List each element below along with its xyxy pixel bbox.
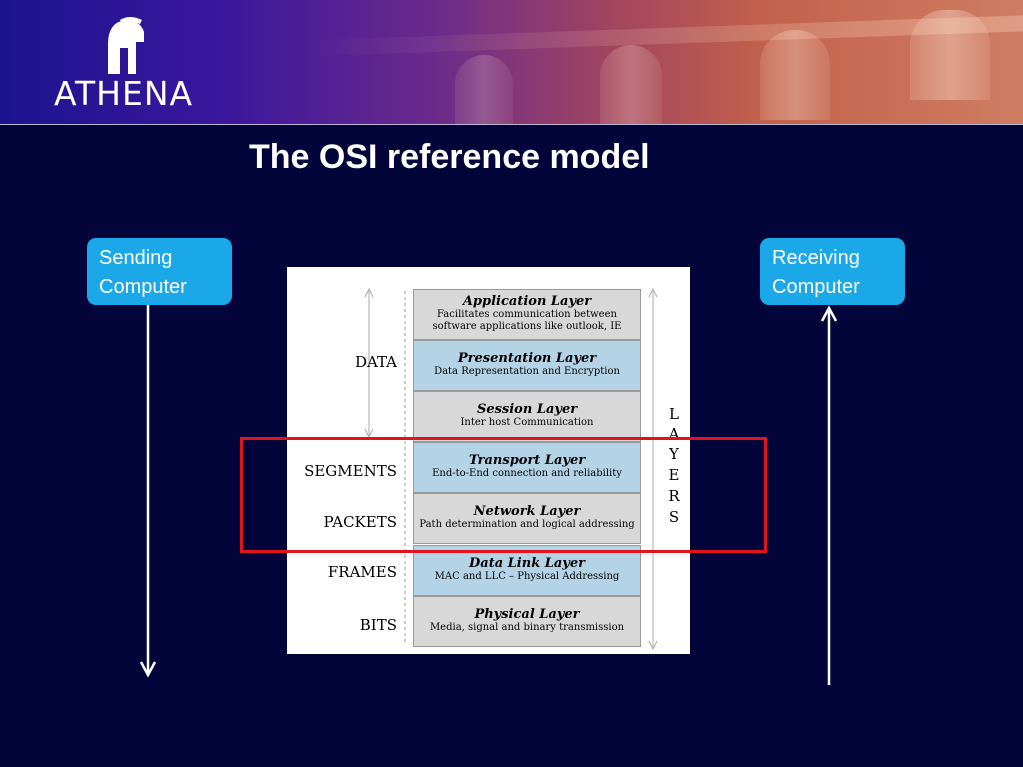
layer-name: Physical Layer: [474, 607, 580, 622]
layer-name: Presentation Layer: [457, 351, 597, 366]
layer-description: Path determination and logical addressin…: [419, 519, 635, 530]
receiving-computer-box: Receiving Computer: [760, 238, 905, 305]
temple-column: [760, 30, 830, 120]
header-banner: ATHENA: [0, 0, 1023, 124]
logo-wordmark: ATHENA: [54, 74, 194, 113]
side-label-letter: R: [668, 487, 680, 505]
layer-name: Data Link Layer: [469, 556, 585, 571]
transport-layer: Transport Layer End-to-End connection an…: [413, 442, 641, 493]
down-arrow-head: [139, 661, 157, 678]
layer-description: software applications like outlook, IE: [432, 321, 622, 332]
physical-layer: Physical Layer Media, signal and binary …: [413, 596, 641, 647]
network-layer: Network Layer Path determination and log…: [413, 493, 641, 544]
layer-name: Application Layer: [462, 294, 592, 309]
layer-description: Media, signal and binary transmission: [429, 622, 625, 633]
layer-name: Network Layer: [473, 504, 581, 519]
layer-name: Session Layer: [476, 402, 578, 417]
up-arrow-head: [820, 305, 838, 322]
osi-diagram: Application Layer Facilitates communicat…: [287, 267, 690, 654]
header-divider: [0, 124, 1023, 125]
layer-description: Facilitates communication between: [437, 309, 617, 320]
temple-column: [600, 45, 662, 124]
slide-title: The OSI reference model: [249, 138, 650, 176]
unit-packets-label: PACKETS: [323, 513, 397, 531]
side-label-letter: L: [669, 405, 679, 423]
layer-description: MAC and LLC – Physical Addressing: [434, 571, 620, 582]
unit-frames-label: FRAMES: [327, 563, 397, 581]
side-label-letter: S: [668, 508, 680, 526]
highlight-box: [240, 437, 767, 553]
side-label-letter: Y: [669, 445, 679, 463]
layer-description: Inter host Communication: [460, 417, 594, 428]
presentation-layer: Presentation Layer Data Representation a…: [413, 340, 641, 391]
unit-bits-label: BITS: [359, 616, 397, 634]
application-layer: Application Layer Facilitates communicat…: [413, 289, 641, 340]
temple-column: [910, 10, 990, 100]
side-label-letter: E: [668, 466, 680, 484]
layer-description: End-to-End connection and reliability: [432, 468, 622, 479]
sending-computer-box: Sending Computer: [87, 238, 232, 305]
data-link-layer: Data Link Layer MAC and LLC – Physical A…: [413, 545, 641, 596]
helmet-logo-icon: [108, 17, 144, 74]
layer-name: Transport Layer: [468, 453, 586, 468]
temple-column: [455, 55, 513, 124]
session-layer: Session Layer Inter host Communication: [413, 391, 641, 442]
unit-segments-label: SEGMENTS: [304, 462, 397, 480]
unit-data-label: DATA: [354, 353, 397, 371]
layer-description: Data Representation and Encryption: [434, 366, 620, 377]
side-label-letter: A: [668, 425, 680, 443]
